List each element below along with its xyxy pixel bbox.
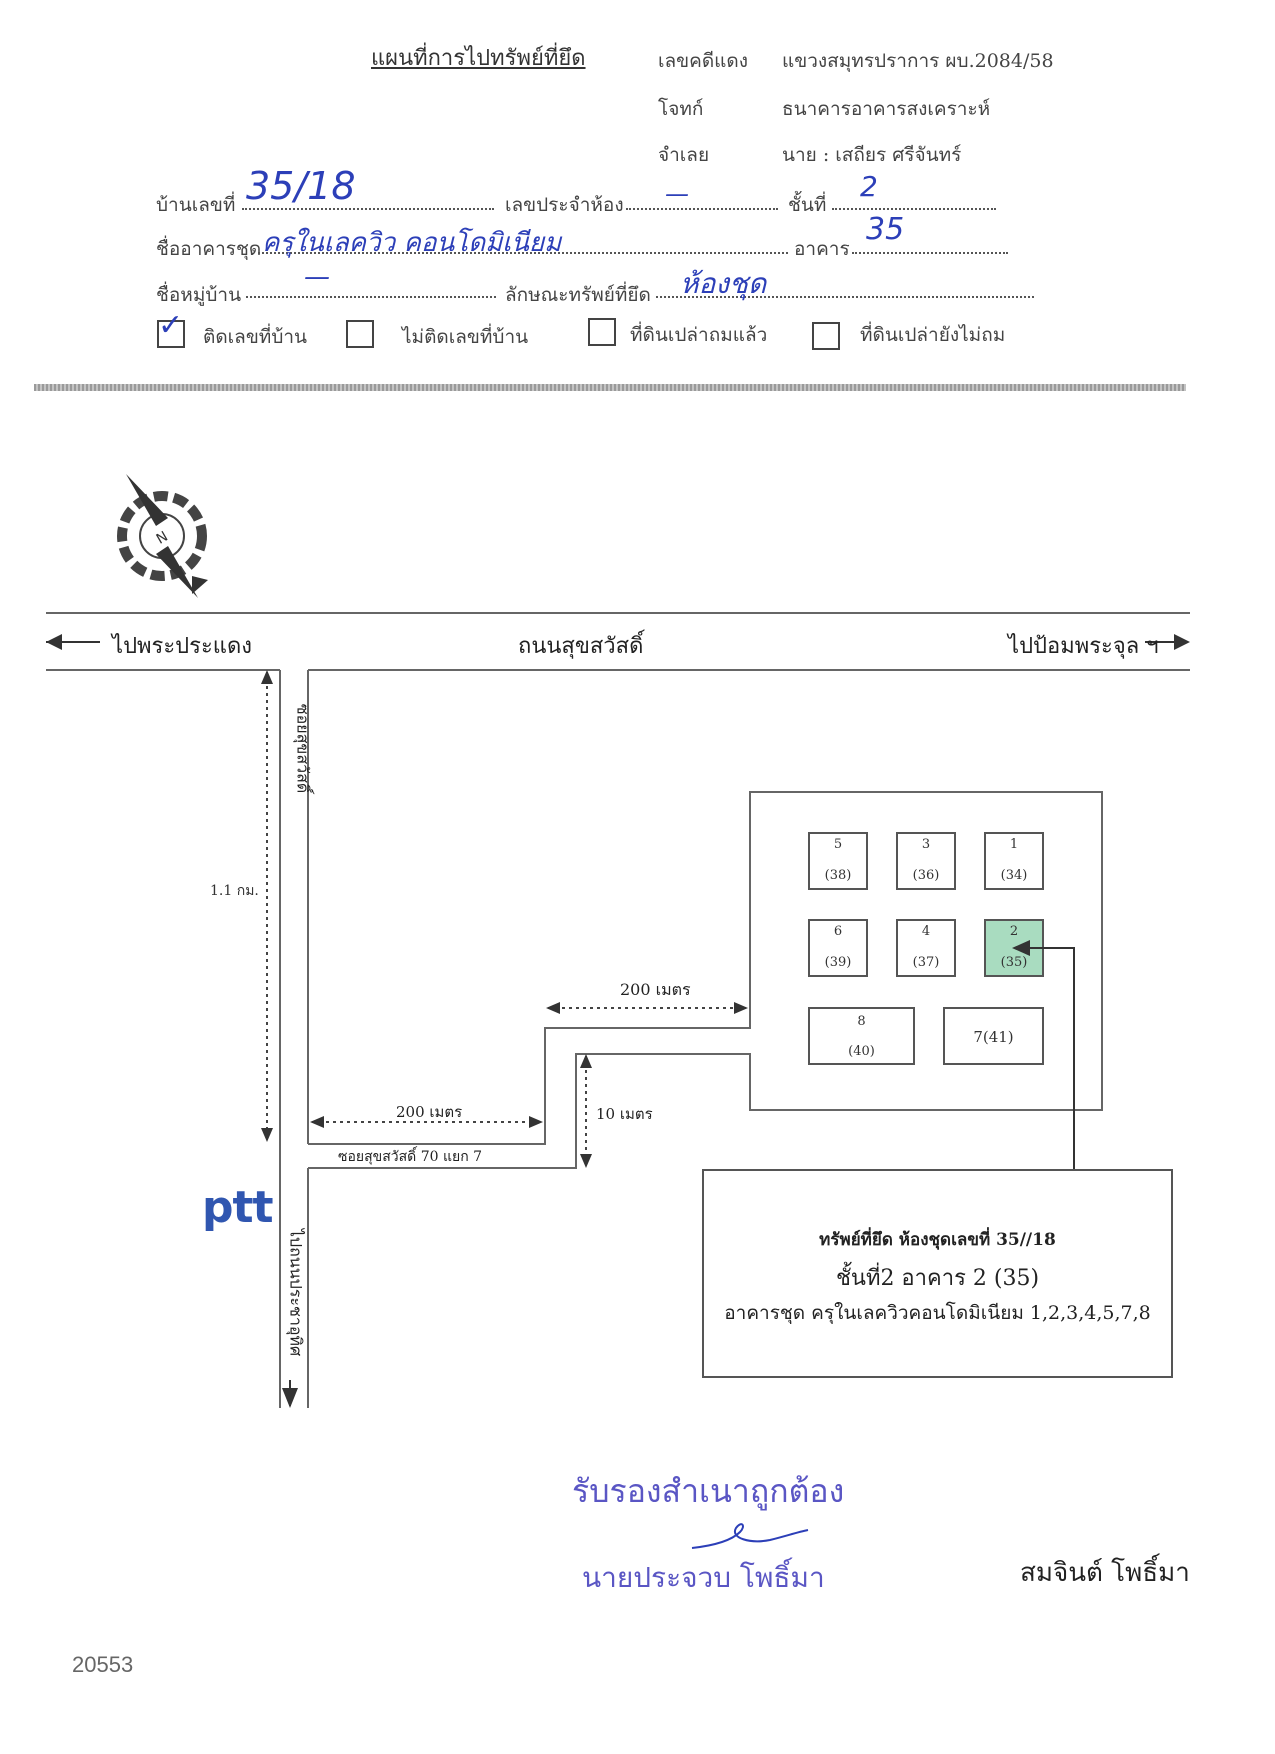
building-1 (984, 832, 1044, 890)
section-divider (34, 384, 1186, 391)
building-6 (808, 919, 868, 977)
building-5-num: 5 (833, 837, 843, 852)
building-4-num: 4 (921, 924, 931, 939)
building-8 (808, 1007, 915, 1065)
checkbox-filled-land[interactable] (588, 318, 616, 346)
house-no-line (242, 208, 494, 210)
room-no-label: เลขประจำห้อง (505, 194, 624, 216)
signature-mark (691, 1523, 809, 1549)
property-type-value: ห้องชุด (680, 267, 767, 300)
checkbox-unfilled-land[interactable] (812, 322, 840, 350)
building-4-code: (37) (912, 955, 940, 970)
room-no-line (626, 208, 778, 210)
building-6-code: (39) (824, 955, 852, 970)
building-8-num: 8 (857, 1014, 866, 1029)
main-road-label: ถนนสุขสวัสดิ์ (518, 634, 644, 659)
arrow-left-icon (46, 634, 62, 650)
signer-name: นายประจวบ โพธิ์มา (582, 1561, 825, 1594)
down-direction-label: ไปถนนประชาอุทิศ (286, 1228, 306, 1357)
room-no-value: — (665, 180, 689, 208)
seized-line-3: อาคารชุด ครุในเลควิวคอนโดมิเนียม 1,2,3,4… (724, 1302, 1151, 1324)
building-5 (808, 832, 868, 890)
building-2-num: 2 (1009, 924, 1019, 939)
left-direction-label: ไปพระประแดง (112, 634, 252, 659)
property-type-label: ลักษณะทรัพย์ที่ยึด (505, 284, 651, 306)
building-4 (896, 919, 956, 977)
property-type-line (656, 296, 1034, 298)
seized-line-2: ชั้นที่2 อาคาร 2 (35) (835, 1266, 1040, 1291)
house-no-value: 35/18 (246, 164, 356, 208)
village-line (246, 296, 496, 298)
building-7-num: 7(41) (973, 1028, 1014, 1046)
page-title: แผนที่การไปทรัพย์ที่ยึด (371, 46, 586, 71)
building-1-code: (34) (1000, 868, 1028, 883)
floor-label: ชั้นที่ (788, 194, 827, 216)
distance-km-label: 1.1 กม. (210, 883, 259, 899)
certify-stamp: รับรองสำเนาถูกต้อง (572, 1472, 845, 1510)
plaintiff-label: โจทก์ (658, 98, 704, 120)
building-3-code: (36) (912, 868, 940, 883)
checkbox-unfilled-land-label: ที่ดินเปล่ายังไม่ถม (860, 324, 1006, 346)
branch-soi-upper (308, 791, 1103, 1169)
building-label: อาคาร (794, 238, 850, 260)
page-number: 20553 (72, 1652, 134, 1677)
checkbox-house-no-label: ติดเลขที่บ้าน (203, 326, 308, 348)
defendant-value: นาย : เสถียร ศรีจันทร์ (782, 144, 962, 166)
dist-10-label: 10 เมตร (596, 1105, 653, 1123)
building-7 (943, 1007, 1044, 1065)
dist-200-lower-label: 200 เมตร (396, 1103, 463, 1121)
pointer-arrow-icon (1012, 940, 1030, 956)
building-1-num: 1 (1009, 837, 1019, 852)
building-2-code: (35) (1000, 955, 1028, 970)
building-3 (896, 832, 956, 890)
dist-200-upper-label: 200 เมตร (620, 980, 691, 999)
building-line (852, 252, 1008, 254)
seized-property-box (702, 1169, 1173, 1378)
plaintiff-value: ธนาคารอาคารสงเคราะห์ (782, 98, 991, 120)
building-5-code: (38) (824, 868, 852, 883)
arrow-right-icon (1174, 634, 1190, 650)
branch-soi-label: ซอยสุขสวัสดิ์ 70 แยก 7 (338, 1149, 483, 1165)
condo-name-label: ชื่ออาคารชุด (156, 238, 262, 260)
floor-value: 2 (860, 170, 878, 203)
defendant-label: จำเลย (658, 144, 710, 166)
ptt-logo: ptt (202, 1182, 274, 1233)
case-label: เลขคดีแดง (658, 50, 749, 72)
condo-name-value: ครุในเลควิว คอนโดมิเนียม (262, 228, 562, 258)
house-no-label: บ้านเลขที่ (156, 194, 236, 216)
check-mark-icon: ✓ (158, 308, 184, 343)
condo-name-line (258, 252, 788, 254)
checkbox-filled-land-label: ที่ดินเปล่าถมแล้ว (630, 324, 768, 346)
case-value: แขวงสมุทรปราการ ผบ.2084/58 (782, 50, 1054, 72)
floor-line (832, 208, 996, 210)
seized-line-1: ทรัพย์ที่ยึด ห้องชุดเลขที่ 35//18 (819, 1230, 1056, 1250)
right-name: สมจินต์ โพธิ์มา (1020, 1558, 1190, 1588)
pointer-line (1018, 947, 1075, 1170)
soi-name-label: ซอยสุขสวัสดิ์ (293, 703, 313, 794)
compass-icon: N (117, 474, 208, 598)
building-3-num: 3 (921, 837, 931, 852)
checkbox-house-no[interactable] (157, 320, 185, 348)
building-8-code: (40) (848, 1044, 875, 1059)
village-value: — (304, 262, 330, 292)
building-value: 35 (866, 212, 905, 247)
checkbox-no-house-no[interactable] (346, 320, 374, 348)
building-6-num: 6 (833, 924, 843, 939)
village-label: ชื่อหมู่บ้าน (156, 284, 242, 306)
right-direction-label: ไปป้อมพระจุล ฯ (1008, 634, 1159, 659)
checkbox-no-house-no-label: ไม่ติดเลขที่บ้าน (402, 326, 529, 348)
